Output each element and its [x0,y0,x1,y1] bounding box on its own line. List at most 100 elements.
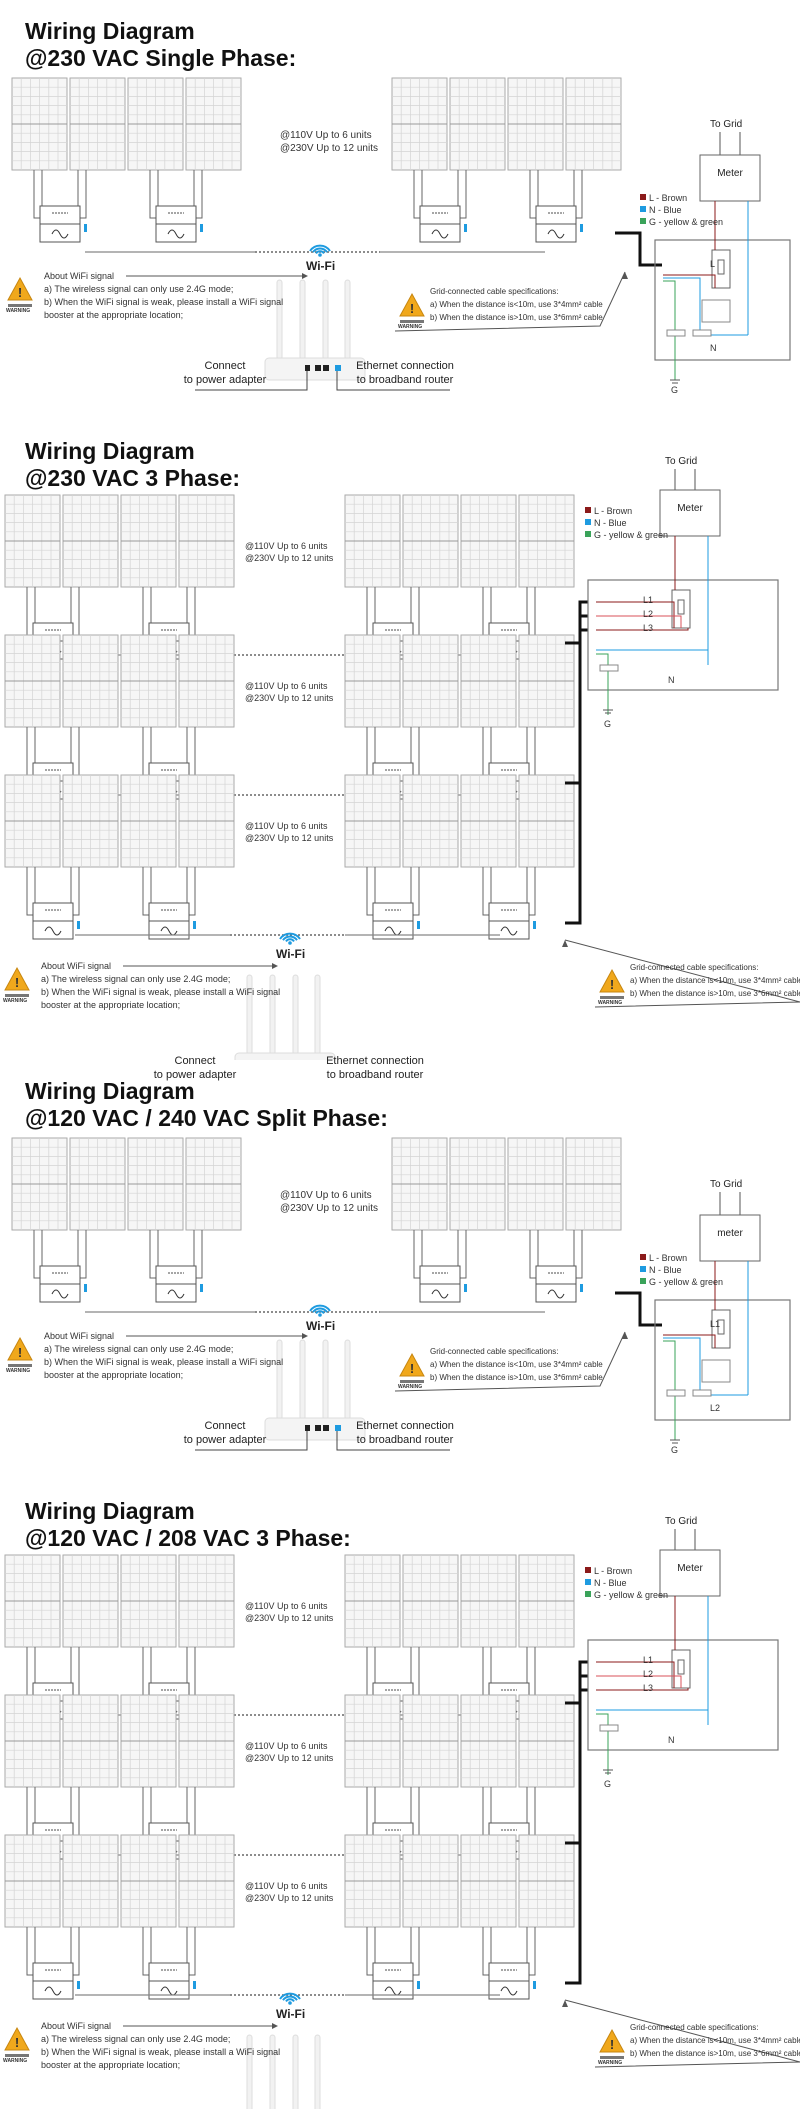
diagram-drawing: !! [4,469,800,1060]
solar-panel-group [344,1554,575,1720]
solar-panel [460,774,517,868]
solar-panel [391,77,448,171]
solar-panel [402,634,459,728]
units-label-110v: @110V Up to 6 units [280,1190,372,1201]
cable-note-b: b) When the distance is>10m, use 3*6mm² … [630,989,800,998]
solar-panel [344,494,401,588]
microinverter [26,867,80,940]
wifi-note-c: booster at the appropriate location; [41,2060,181,2070]
wifi-label: Wi-Fi [306,1319,336,1333]
microinverter [33,170,87,243]
grid-cable [615,1291,662,1327]
legend-swatch [585,1591,591,1597]
solar-panel-group [4,634,235,800]
svg-text:!: ! [610,977,614,992]
solar-panel [62,494,119,588]
wifi-router [246,2034,321,2109]
wifi-note-c: booster at the appropriate location; [44,310,184,320]
diagram-title: Wiring Diagram [25,438,195,464]
warning-label: WARNING [598,2060,623,2066]
cable-heading: Grid-connected cable specifications: [430,287,559,296]
solar-panel [402,494,459,588]
grid-cable [565,628,588,925]
line-label: L2 [643,609,654,619]
solar-panel [120,1694,177,1788]
wifi-icon [309,1304,331,1317]
units-label-110v: @110V Up to 6 units [245,1601,328,1611]
units-label-110v: @110V Up to 6 units [245,1741,328,1751]
warning-icon: ! [7,1336,33,1367]
legend-swatch [640,1278,646,1284]
solar-panel [402,1554,459,1648]
solar-panel [4,1694,61,1788]
power-label-2: to power adapter [153,1069,237,1081]
units-label-110v: @110V Up to 6 units [245,541,328,551]
warning-label: WARNING [398,324,423,330]
solar-panel [518,774,575,868]
terminal-block [599,664,619,672]
line-label: N [668,675,675,685]
solar-panel [344,1834,401,1928]
antenna-icon [193,1981,196,1989]
solar-panel [62,634,119,728]
to-grid-label: To Grid [665,456,698,467]
microinverter [482,867,536,940]
solar-panel [62,774,119,868]
solar-panel [120,1834,177,1928]
wifi-note-a: a) The wireless signal can only use 2.4G… [44,284,234,294]
solar-panel [344,1694,401,1788]
legend-item: N - Blue [594,518,627,528]
solar-panel [120,494,177,588]
solar-panel [391,1137,448,1231]
warning-label: WARNING [3,998,28,1004]
diagram-subtitle: @230 VAC Single Phase: [25,45,297,71]
diagram-subtitle: @230 VAC 3 Phase: [25,465,241,491]
units-label-230v: @230V Up to 12 units [280,1203,378,1214]
antenna-icon [84,1284,87,1292]
distribution-box [654,1299,791,1421]
warning-icon: ! [4,2026,30,2057]
solar-panel-group [344,1834,575,2000]
solar-panel [507,77,564,171]
warning-label: WARNING [3,2058,28,2064]
solar-panel [460,1554,517,1648]
legend-item: L - Brown [594,506,633,516]
warning-label: WARNING [398,1384,423,1390]
legend-swatch [640,1266,646,1272]
solar-panel [62,1834,119,1928]
solar-panel-group [391,77,622,243]
solar-panel [565,77,622,171]
units-label-230v: @230V Up to 12 units [245,833,334,843]
diagram-subtitle: @120 VAC / 208 VAC 3 Phase: [25,1525,351,1551]
wifi-note-c: booster at the appropriate location; [41,1000,181,1010]
wifi-label: Wi-Fi [276,947,306,961]
cable-heading: Grid-connected cable specifications: [630,963,759,972]
ethernet-label-1: Ethernet connection [356,360,454,372]
solar-panel [62,1554,119,1648]
solar-panel [4,1834,61,1928]
wifi-icon [279,932,301,945]
meter [659,489,721,537]
diagram-drawing: !! [7,1137,791,1451]
wifi-heading: About WiFi signal [41,961,112,971]
legend-swatch [640,194,646,200]
solar-panel [402,774,459,868]
solar-panel [460,1834,517,1928]
cable-note-a: a) When the distance is<10m, use 3*4mm² … [630,976,800,985]
warning-icon: ! [399,292,425,323]
solar-panel-group [4,1834,235,2000]
solar-panel [127,1137,184,1231]
legend-item: N - Blue [649,205,682,215]
solar-panel [4,634,61,728]
solar-panel [178,1554,235,1648]
solar-panel [402,1694,459,1788]
solar-panel [120,1554,177,1648]
solar-panel-group [11,77,242,243]
to-grid-label: To Grid [665,1516,698,1527]
legend-swatch [585,519,591,525]
antenna-icon [193,921,196,929]
solar-panel-group [391,1137,622,1303]
ethernet-label-2: to broadband router [356,1434,454,1446]
terminal-block [599,1724,619,1732]
warning-icon: ! [399,1352,425,1383]
